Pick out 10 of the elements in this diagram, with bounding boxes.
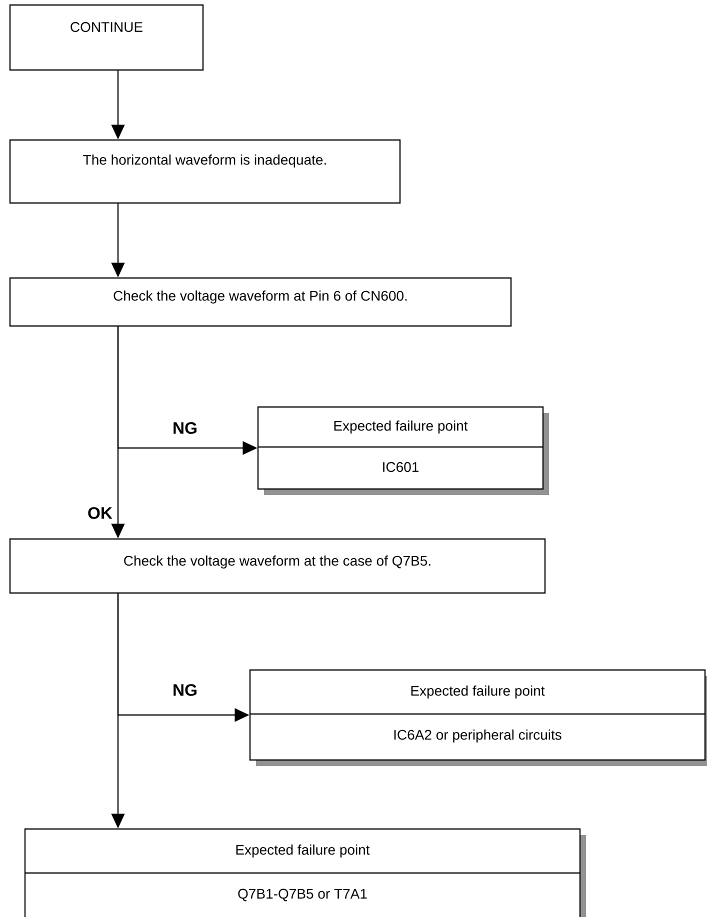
process-box: The horizontal waveform is inadequate. bbox=[9, 139, 401, 204]
edge-label: NG bbox=[171, 420, 199, 436]
start-box: CONTINUE bbox=[9, 4, 204, 71]
result-box: Expected failure point IC601 bbox=[257, 406, 549, 495]
edge-label: OK bbox=[86, 506, 114, 520]
edge-label: NG bbox=[171, 682, 199, 698]
process-box: Check the voltage waveform at the case of Q7B5. bbox=[9, 538, 546, 594]
result-box: Expected failure point Q7B1-Q7B5 or T7A1 bbox=[24, 828, 586, 917]
result-box: Expected failure point IC6A2 or peripheral circuits bbox=[249, 669, 707, 766]
process-box: Check the voltage waveform at Pin 6 of CN600. bbox=[9, 277, 512, 327]
